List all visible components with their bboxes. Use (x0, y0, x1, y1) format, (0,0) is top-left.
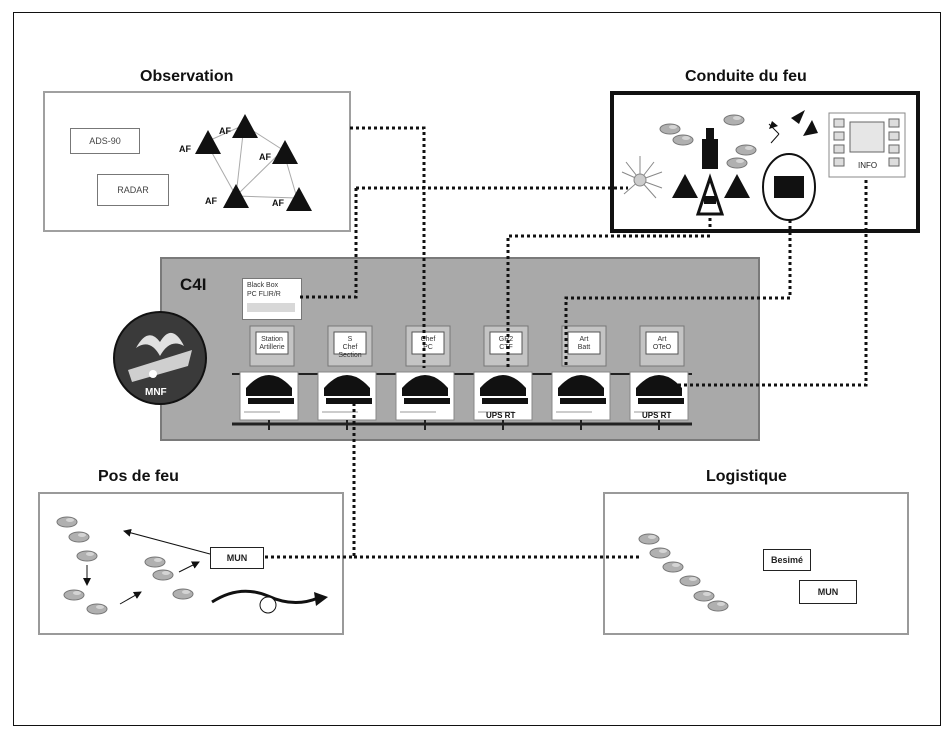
blackbox-label-2: PC FLIR/R (247, 291, 281, 298)
link-obs-blackbox (300, 188, 358, 299)
link-conduite-tower (506, 218, 712, 368)
station-operator (636, 375, 682, 396)
fire-control-tower-icon (695, 128, 725, 216)
mun-box-logistique: MUN (799, 580, 857, 604)
dotted-links (263, 126, 868, 559)
station-label-card (411, 331, 445, 355)
c4i-workstations: StationArtillerieSChefSectionChefPCGR2CT… (232, 325, 692, 430)
info-screen-label: INFO (858, 161, 877, 170)
sensor-label: AF (205, 196, 217, 206)
station-keyboard (638, 398, 684, 404)
station-label: Batt (578, 344, 591, 351)
station-label: Art (580, 336, 589, 343)
station-label: CTF (499, 344, 513, 351)
logistique-panel (603, 492, 909, 635)
pos-de-feu-title: Pos de feu (98, 468, 179, 485)
link-info-screen (645, 180, 868, 387)
sensor-label: AF (219, 126, 231, 136)
station-label: S (348, 336, 353, 343)
blackbox-label-1: Black Box (247, 282, 279, 289)
trajectory-curve (211, 589, 319, 604)
conduite-graphics: INFO (621, 110, 906, 221)
station-footer: UPS RT (642, 411, 671, 420)
radar-burst-icon (621, 156, 663, 199)
station-label: PC (423, 344, 433, 351)
station-label: Chef (421, 336, 436, 343)
conduite-du-feu-title: Conduite du feu (685, 68, 807, 85)
link-posfeu-logistique (263, 403, 641, 559)
station-operator (402, 375, 448, 396)
pos-de-feu-graphics (56, 516, 328, 615)
station-keyboard (560, 398, 606, 404)
observation-title: Observation (140, 68, 234, 85)
mun-box-pos: MUN (210, 547, 264, 569)
station-keyboard (326, 398, 372, 404)
station-operator (480, 375, 526, 396)
station-label: GR2 (499, 336, 514, 343)
station-label-card (255, 331, 289, 355)
radar-box: RADAR (97, 174, 169, 206)
station-operator (324, 375, 370, 396)
station-label-card (489, 331, 523, 355)
station-keyboard (482, 398, 528, 404)
station-label-card (567, 331, 601, 355)
c4i-logo-emblem: MNF (113, 311, 207, 405)
station-operator (558, 375, 604, 396)
station-label: Artillerie (259, 344, 284, 351)
info-screen: INFO (828, 112, 906, 178)
station-label: OTeO (653, 344, 672, 351)
station-label: Art (658, 336, 667, 343)
station-footer: UPS RT (486, 411, 515, 420)
c4i-title: C4I (180, 275, 207, 294)
logistique-title: Logistique (706, 468, 787, 485)
link-conduite-oval (564, 220, 792, 368)
besime-box: Besimé (763, 549, 811, 571)
ads90-box: ADS-90 (70, 128, 140, 154)
station-operator (246, 375, 292, 396)
link-observation-upper (350, 126, 426, 368)
station-label: Section (338, 352, 361, 359)
blackbox-unit: Black Box PC FLIR/R (242, 278, 302, 320)
station-label: Station (261, 336, 283, 343)
c4i-logo-text: MNF (145, 387, 167, 398)
blackbox-indicator (247, 303, 295, 312)
sensor-label: AF (259, 152, 271, 162)
sensor-label: AF (179, 144, 191, 154)
station-keyboard (404, 398, 450, 404)
station-label-card (645, 331, 679, 355)
station-keyboard (248, 398, 294, 404)
logistique-graphics (638, 533, 729, 612)
sensor-label: AF (272, 198, 284, 208)
station-label: Chef (343, 344, 358, 351)
station-label-card (333, 331, 367, 355)
